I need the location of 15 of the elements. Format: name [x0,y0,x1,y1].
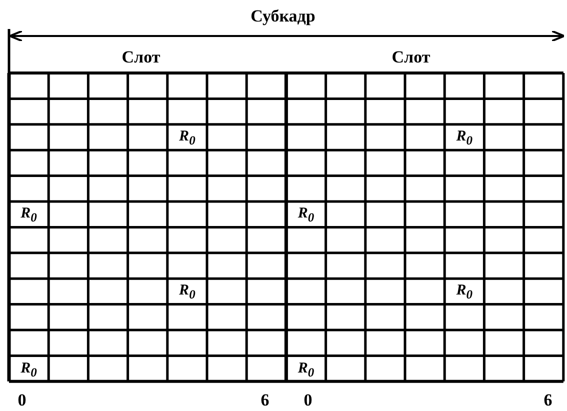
symbol-index: 0 [304,392,312,408]
reference-signal-label: R$_{0}$ [20,360,38,378]
reference-signal-label: R$_{0}$ [296,206,316,224]
slot-label: Слот [392,48,430,66]
symbol-index: 6 [260,392,270,408]
reference-signal-label: R$_{0}$ [296,360,316,378]
reference-signal-label: R$_{0}$ [455,284,474,302]
symbol-index: 6 [544,392,552,408]
reference-signal-label: R$_{0}$ [455,130,474,147]
symbol-index: 0 [18,392,26,408]
reference-signal-label: R$_{0}$ [178,130,196,147]
slot-label: Слот [122,48,160,66]
reference-signal-label: R$_{0}$ [20,206,38,224]
reference-signal-label: R$_{0}$ [178,284,196,302]
dimension-label: Субкадр [250,8,316,24]
